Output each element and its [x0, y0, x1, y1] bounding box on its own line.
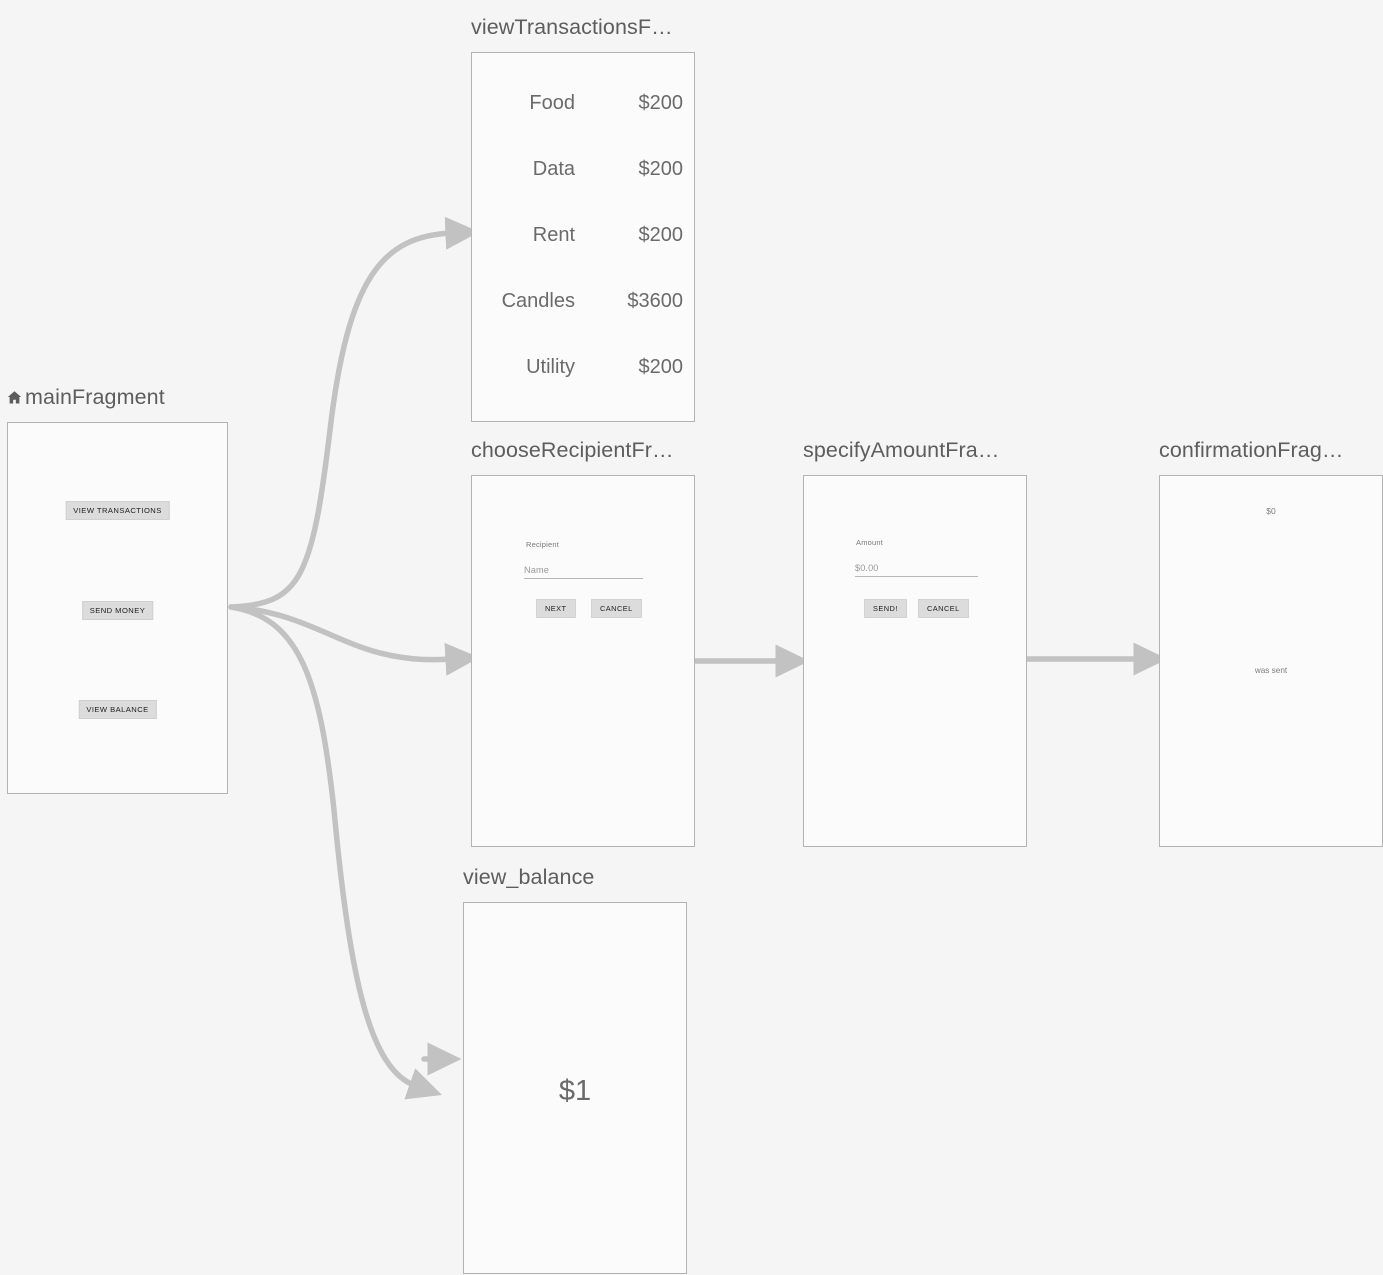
transaction-category: Utility	[526, 356, 575, 378]
transaction-category: Data	[532, 158, 575, 180]
button-send-money[interactable]: SEND MONEY	[81, 601, 154, 620]
edge-main-to-view-transactions	[228, 216, 480, 610]
transaction-row: Utility $200	[472, 356, 694, 379]
confirmation-amount: $0	[1266, 506, 1276, 516]
send-button[interactable]: SEND!	[864, 599, 907, 618]
destination-title-view-balance: view_balance	[463, 865, 595, 889]
transaction-row: Rent $200	[472, 224, 694, 247]
amount-field-label: Amount	[856, 538, 884, 547]
destination-title-specify-amount: specifyAmountFra…	[803, 438, 1000, 462]
transaction-category: Food	[529, 92, 575, 114]
fragment-view-balance[interactable]: $1	[463, 902, 687, 1274]
transaction-amount: $200	[638, 356, 684, 378]
transaction-row: Data $200	[472, 158, 694, 181]
cancel-button[interactable]: CANCEL	[591, 599, 642, 618]
fragment-view-transactions[interactable]: Food $200 Data $200 Rent $200 Candles $3…	[471, 52, 695, 422]
balance-amount: $1	[558, 1075, 592, 1107]
button-view-transactions[interactable]: VIEW TRANSACTIONS	[65, 501, 170, 520]
transaction-amount: $200	[638, 92, 684, 114]
edge-main-to-view-balance	[228, 604, 442, 1100]
destination-title-main: mainFragment	[6, 384, 165, 412]
destination-title-main-label: mainFragment	[25, 385, 165, 409]
recipient-name-input[interactable]: Name	[524, 565, 643, 579]
transaction-row: Food $200	[472, 92, 694, 115]
transaction-category: Candles	[501, 290, 575, 312]
destination-title-choose-recipient: chooseRecipientFr…	[471, 438, 674, 462]
fragment-main[interactable]: VIEW TRANSACTIONS SEND MONEY VIEW BALANC…	[7, 422, 228, 794]
transaction-category: Rent	[532, 224, 575, 246]
recipient-field-label: Recipient	[526, 540, 560, 549]
fragment-choose-recipient[interactable]: Recipient Name NEXT CANCEL	[471, 475, 695, 847]
fragment-specify-amount[interactable]: Amount $0.00 SEND! CANCEL	[803, 475, 1027, 847]
button-view-balance[interactable]: VIEW BALANCE	[78, 700, 157, 719]
confirmation-status: was sent	[1254, 666, 1288, 675]
transaction-amount: $200	[638, 158, 684, 180]
destination-title-view-transactions: viewTransactionsF…	[471, 15, 673, 39]
transaction-amount: $200	[638, 224, 684, 246]
transaction-row: Candles $3600	[472, 290, 694, 313]
destination-title-confirmation: confirmationFrag…	[1159, 438, 1344, 462]
cancel-button[interactable]: CANCEL	[918, 599, 969, 618]
fragment-confirmation[interactable]: $0 was sent	[1159, 475, 1383, 847]
edge-main-to-choose-recipient	[228, 604, 480, 676]
transaction-amount: $3600	[627, 290, 683, 312]
home-icon	[6, 386, 23, 412]
amount-input[interactable]: $0.00	[855, 563, 978, 577]
next-button[interactable]: NEXT	[536, 599, 576, 618]
